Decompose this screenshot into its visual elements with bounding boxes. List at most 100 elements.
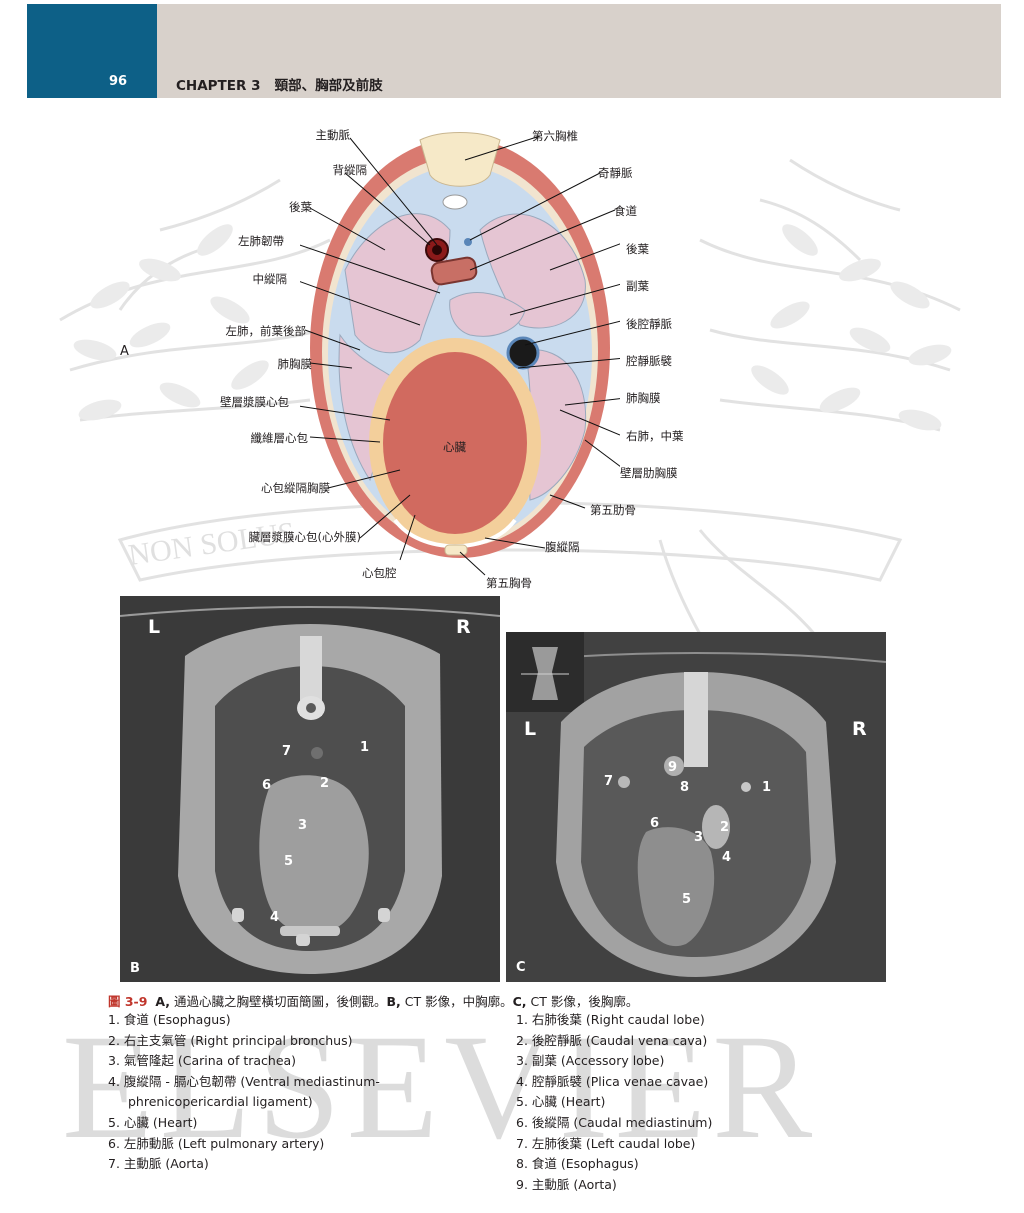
chapter-number: CHAPTER 3 <box>176 78 261 94</box>
legend-b-item: 5. 心臟 (Heart) <box>108 1114 198 1130</box>
ct-c-label-8: 8 <box>680 780 690 795</box>
legend-c-item: 9. 主動脈 (Aorta) <box>516 1176 617 1192</box>
heart-shape <box>383 352 527 534</box>
ct-c-label-5: 5 <box>682 892 692 907</box>
label-parietal-serous-pericardium: 壁層漿膜心包 <box>220 395 289 409</box>
legend-c-item: 2. 後腔靜脈 (Caudal vena cava) <box>516 1032 708 1048</box>
ct-c-heart <box>637 827 715 947</box>
ct-b-esophagus-mark <box>311 747 323 759</box>
label-plica-venae-cavae: 腔靜脈襞 <box>626 354 672 368</box>
label-caudal-lobe-left: 後葉 <box>289 200 312 214</box>
legend-c: 1. 右肺後葉 (Right caudal lobe) 2. 後腔靜脈 (Cau… <box>516 1010 712 1195</box>
ct-c-vena-cava-mark <box>702 805 730 849</box>
legend-c-item: 6. 後縱隔 (Caudal mediastinum) <box>516 1114 713 1130</box>
ct-b-label-5: 5 <box>284 854 294 869</box>
label-pulmonary-pleura-right: 肺胸膜 <box>626 391 661 405</box>
ct-c-left-marker: L <box>524 718 537 740</box>
ct-b-panel-letter: B <box>130 961 140 976</box>
legend-b-item: 1. 食道 (Esophagus) <box>108 1012 231 1027</box>
label-middle-mediastinum: 中縱隔 <box>252 272 288 286</box>
ct-c-vertebra <box>684 672 708 767</box>
label-aorta: 主動脈 <box>315 128 351 142</box>
label-left-lung-cranial-lobe: 左肺，前葉後部 <box>225 324 307 338</box>
legend-c-item: 1. 右肺後葉 (Right caudal lobe) <box>516 1012 705 1027</box>
page-number: 96 <box>109 74 128 89</box>
ct-b-heart <box>259 775 369 935</box>
label-caudal-lobe-right: 後葉 <box>626 242 649 256</box>
chapter-heading: CHAPTER 3 頸部、胸部及前肢 <box>176 74 383 94</box>
legend-b-item: phrenicopericardial ligament) <box>128 1094 313 1110</box>
ct-b-graphic <box>120 606 500 974</box>
ct-c-label-4: 4 <box>722 850 732 865</box>
label-dorsal-mediastinum: 背縱隔 <box>332 163 368 177</box>
caption-text-a: 通過心臟之胸壁橫切面簡圖，後側觀。 <box>170 994 387 1009</box>
legend-c-item: 7. 左肺後葉 (Left caudal lobe) <box>516 1135 696 1151</box>
ct-c-label-1: 1 <box>762 780 772 795</box>
ct-b-left-marker: L <box>148 616 161 638</box>
watermark-text: ELSEVIER <box>62 1004 819 1170</box>
chapter-title: 頸部、胸部及前肢 <box>274 78 383 94</box>
caption-part-a: A, <box>155 994 171 1009</box>
vertebral-canal <box>442 194 468 210</box>
label-left-pulmonary-ligament: 左肺韌帶 <box>238 234 284 248</box>
legend-b-item: 7. 主動脈 (Aorta) <box>108 1156 209 1172</box>
label-pulmonary-pleura-left: 肺胸膜 <box>277 357 313 371</box>
ct-c-label-6: 6 <box>650 816 660 831</box>
label-fifth-sternebra: 第五胸骨 <box>486 576 532 590</box>
ct-c-label-3: 3 <box>694 830 704 845</box>
page-header: 96 CHAPTER 3 頸部、胸部及前肢 <box>27 4 1001 98</box>
legend-b: 1. 食道 (Esophagus) 2. 右主支氣管 (Right princi… <box>108 1010 380 1175</box>
label-esophagus: 食道 <box>614 204 637 218</box>
legend-b-item: 4. 腹縱隔 - 膈心包韌帶 (Ventral mediastinum- <box>108 1073 380 1089</box>
accessory-lobe <box>449 292 526 337</box>
label-pericardiac-mediastinal-pleura: 心包縱隔胸膜 <box>261 481 330 495</box>
thorax-cross-section-diagram <box>300 132 620 576</box>
ct-c-label-9: 9 <box>668 760 678 775</box>
legend-c-item: 3. 副葉 (Accessory lobe) <box>516 1053 665 1069</box>
caption-part-c: C, <box>512 994 527 1009</box>
label-fibrous-pericardium: 纖維層心包 <box>250 431 309 445</box>
watermark-tree-illustration: NON SOLUS <box>59 158 961 931</box>
legend-b-item: 2. 右主支氣管 (Right principal bronchus) <box>108 1032 353 1048</box>
ct-b-label-7: 7 <box>282 744 292 759</box>
label-accessory-lobe: 副葉 <box>626 279 649 293</box>
leader-lines <box>300 135 620 576</box>
ct-c-aorta-mark <box>664 756 684 776</box>
legend-c-item: 5. 心臟 (Heart) <box>516 1094 606 1110</box>
legend-c-item: 8. 食道 (Esophagus) <box>516 1156 639 1172</box>
fifth-sternebra-shape <box>444 544 468 556</box>
aorta-lumen <box>432 245 442 255</box>
caption-text-b: CT 影像，中胸廓。 <box>400 994 513 1009</box>
legend-c-item: 4. 腔靜脈襞 (Plica venae cavae) <box>516 1073 709 1089</box>
label-pericardial-cavity: 心包腔 <box>362 566 397 580</box>
caption-part-b: B, <box>386 994 401 1009</box>
ct-b-label-6: 6 <box>262 778 272 793</box>
ct-b-label-2: 2 <box>320 776 330 791</box>
label-sixth-thoracic-vertebra: 第六胸椎 <box>532 129 578 143</box>
ct-b-label-1: 1 <box>360 740 370 755</box>
label-parietal-costal-pleura: 壁層肋胸膜 <box>620 466 678 480</box>
ct-b-label-3: 3 <box>298 818 308 833</box>
ct-b-right-marker: R <box>456 616 471 638</box>
sixth-thoracic-vertebra <box>419 132 501 187</box>
ct-c-panel-letter: C <box>516 960 526 975</box>
ct-b-vertebra <box>300 636 322 716</box>
label-visceral-serous-pericardium: 臟層漿膜心包(心外膜) <box>248 530 361 544</box>
label-caudal-vena-cava: 後腔靜脈 <box>626 317 672 331</box>
ct-c-label-7: 7 <box>604 774 614 789</box>
figure-caption: 圖 3-9 A, 通過心臟之胸壁橫切面簡圖，後側觀。B, CT 影像，中胸廓。C… <box>108 991 638 1010</box>
caption-text-c: CT 影像，後胸廓。 <box>526 994 639 1009</box>
figure-number: 圖 3-9 <box>108 994 148 1009</box>
ct-b-label-4: 4 <box>270 910 280 925</box>
ct-c-right-marker: R <box>852 718 867 740</box>
label-heart: 心臟 <box>443 440 466 454</box>
ct-image-c: L R 1 2 3 4 5 6 7 8 9 C <box>506 632 886 982</box>
ct-c-thoracic-cavity <box>581 710 811 957</box>
label-azygos-vein: 奇靜脈 <box>598 166 633 180</box>
page-number-box <box>27 4 157 98</box>
label-right-lung-middle-lobe: 右肺，中葉 <box>626 429 684 443</box>
ct-image-b: L R 1 2 3 4 5 6 7 B <box>120 596 500 982</box>
legend-b-item: 6. 左肺動脈 (Left pulmonary artery) <box>108 1135 325 1151</box>
label-ventral-mediastinum: 腹縱隔 <box>545 540 580 554</box>
legend-b-item: 3. 氣管隆起 (Carina of trachea) <box>108 1053 297 1069</box>
